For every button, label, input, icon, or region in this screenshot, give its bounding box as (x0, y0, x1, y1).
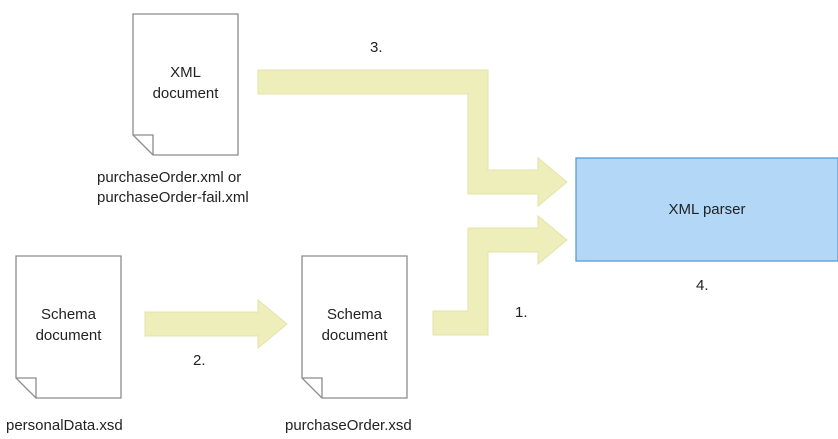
schema-left-label: Schema document (16, 304, 121, 346)
xml-parser-box (575, 157, 838, 262)
schema-left-caption: personalData.xsd (6, 417, 123, 434)
arrow-xml-to-parser (257, 69, 568, 208)
schema-mid-caption: purchaseOrder.xsd (285, 417, 412, 434)
xml-document-line2: document (152, 85, 219, 102)
schema-left-line1: Schema (40, 306, 97, 323)
xml-parser-label: XML parser (668, 201, 746, 218)
arrow-schema-to-parser (432, 214, 568, 336)
schema-mid-line2: document (321, 327, 388, 344)
step-1-label: 1. (515, 304, 528, 321)
step-3-label: 3. (370, 39, 383, 56)
xml-document-label: XML document (133, 62, 238, 104)
schema-left-line2: document (35, 327, 102, 344)
xml-document-caption: purchaseOrder.xml or purchaseOrder-fail.… (97, 168, 249, 208)
schema-mid-line1: Schema (326, 306, 383, 323)
xml-document-icon (132, 13, 239, 156)
step-4-label: 4. (696, 277, 709, 294)
xml-document-caption-line1: purchaseOrder.xml or (97, 169, 242, 186)
arrow-schema-to-schema (144, 298, 288, 350)
schema-document-left-icon (15, 255, 122, 399)
step-2-label: 2. (193, 352, 206, 369)
xml-document-caption-line2: purchaseOrder-fail.xml (97, 189, 249, 206)
xml-document-line1: XML (170, 64, 201, 81)
schema-mid-label: Schema document (302, 304, 407, 346)
schema-document-mid-icon (301, 255, 408, 399)
